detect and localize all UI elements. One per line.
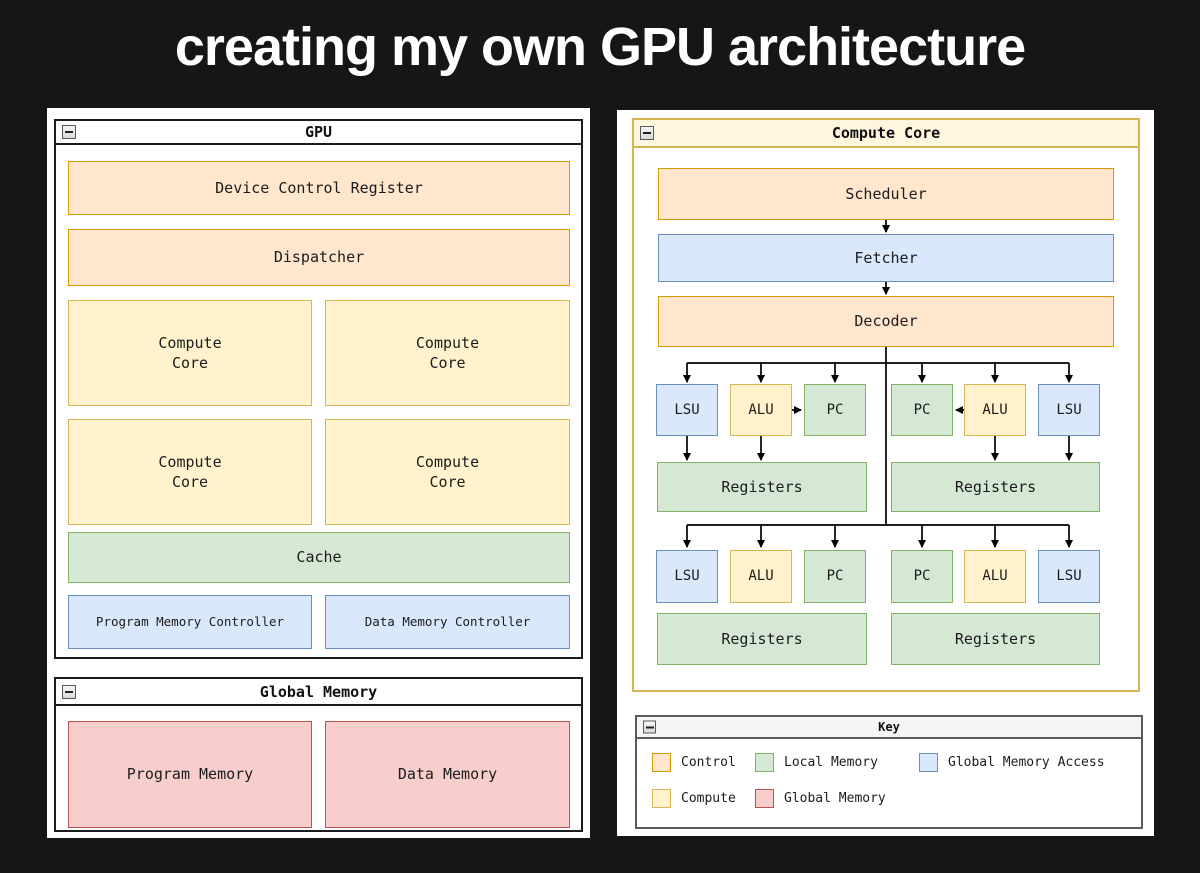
- cache-block: Cache: [68, 532, 570, 583]
- compute-core-block: Compute Core: [68, 300, 312, 406]
- minus-glyph: [65, 690, 73, 693]
- minus-glyph: [645, 726, 654, 728]
- legend-label: Global Memory: [784, 791, 886, 806]
- collapse-icon[interactable]: [62, 684, 76, 699]
- global-memory-color-swatch: [755, 789, 774, 808]
- legend-item-control: Control: [652, 753, 736, 772]
- pc-block: PC: [891, 550, 953, 603]
- decoder-block: Decoder: [658, 296, 1114, 347]
- collapse-icon[interactable]: [62, 125, 76, 139]
- compute-core-block: Compute Core: [68, 419, 312, 525]
- key-window-title: Key: [878, 720, 900, 734]
- alu-block: ALU: [964, 550, 1026, 603]
- fetcher-block: Fetcher: [658, 234, 1114, 282]
- device-control-register-block: Device Control Register: [68, 161, 570, 215]
- compute-core-block: Compute Core: [325, 419, 570, 525]
- control-color-swatch: [652, 753, 671, 772]
- legend-item-global-memory: Global Memory: [755, 789, 886, 808]
- lsu-block: LSU: [1038, 550, 1100, 603]
- global-memory-access-color-swatch: [919, 753, 938, 772]
- lsu-block: LSU: [656, 550, 718, 603]
- legend-item-global-memory-access: Global Memory Access: [919, 753, 1105, 772]
- lsu-block: LSU: [1038, 384, 1100, 436]
- gpu-window-titlebar: GPU: [56, 121, 581, 145]
- scheduler-block: Scheduler: [658, 168, 1114, 220]
- legend-label: Local Memory: [784, 755, 878, 770]
- gpu-window-title: GPU: [304, 123, 333, 141]
- minus-glyph: [65, 131, 73, 133]
- collapse-icon[interactable]: [640, 126, 654, 140]
- page-title: creating my own GPU architecture: [174, 17, 1026, 77]
- key-window: Key Control Local Memory Global Memory A…: [635, 715, 1143, 829]
- alu-block: ALU: [730, 550, 792, 603]
- legend-label: Control: [681, 755, 736, 770]
- data-memory-controller-block: Data Memory Controller: [325, 595, 570, 649]
- program-memory-controller-block: Program Memory Controller: [68, 595, 312, 649]
- program-memory-block: Program Memory: [68, 721, 312, 828]
- global-memory-window-titlebar: Global Memory: [56, 679, 581, 706]
- registers-block: Registers: [657, 462, 867, 512]
- pc-block: PC: [804, 550, 866, 603]
- registers-block: Registers: [657, 613, 867, 665]
- legend-label: Compute: [681, 791, 736, 806]
- registers-block: Registers: [891, 613, 1100, 665]
- compute-core-block: Compute Core: [325, 300, 570, 406]
- compute-core-window: Compute Core: [632, 118, 1140, 692]
- key-window-titlebar: Key: [637, 717, 1141, 739]
- legend-label: Global Memory Access: [948, 755, 1105, 770]
- gpu-window: GPU Device Control Register Dispatcher C…: [54, 119, 583, 659]
- lsu-block: LSU: [656, 384, 718, 436]
- data-memory-block: Data Memory: [325, 721, 570, 828]
- pc-block: PC: [804, 384, 866, 436]
- legend-item-compute: Compute: [652, 789, 736, 808]
- pc-block: PC: [891, 384, 953, 436]
- alu-block: ALU: [730, 384, 792, 436]
- global-memory-window-title: Global Memory: [259, 682, 378, 701]
- compute-core-window-title: Compute Core: [831, 124, 941, 142]
- alu-block: ALU: [964, 384, 1026, 436]
- compute-core-window-titlebar: Compute Core: [634, 120, 1138, 148]
- compute-color-swatch: [652, 789, 671, 808]
- global-memory-window: Global Memory Program Memory Data Memory: [54, 677, 583, 832]
- local-memory-color-swatch: [755, 753, 774, 772]
- dispatcher-block: Dispatcher: [68, 229, 570, 286]
- registers-block: Registers: [891, 462, 1100, 512]
- right-diagram-panel: Compute Core: [617, 110, 1154, 836]
- collapse-icon[interactable]: [643, 720, 656, 734]
- legend-item-local-memory: Local Memory: [755, 753, 878, 772]
- left-diagram-panel: GPU Device Control Register Dispatcher C…: [47, 108, 590, 838]
- minus-glyph: [643, 132, 651, 134]
